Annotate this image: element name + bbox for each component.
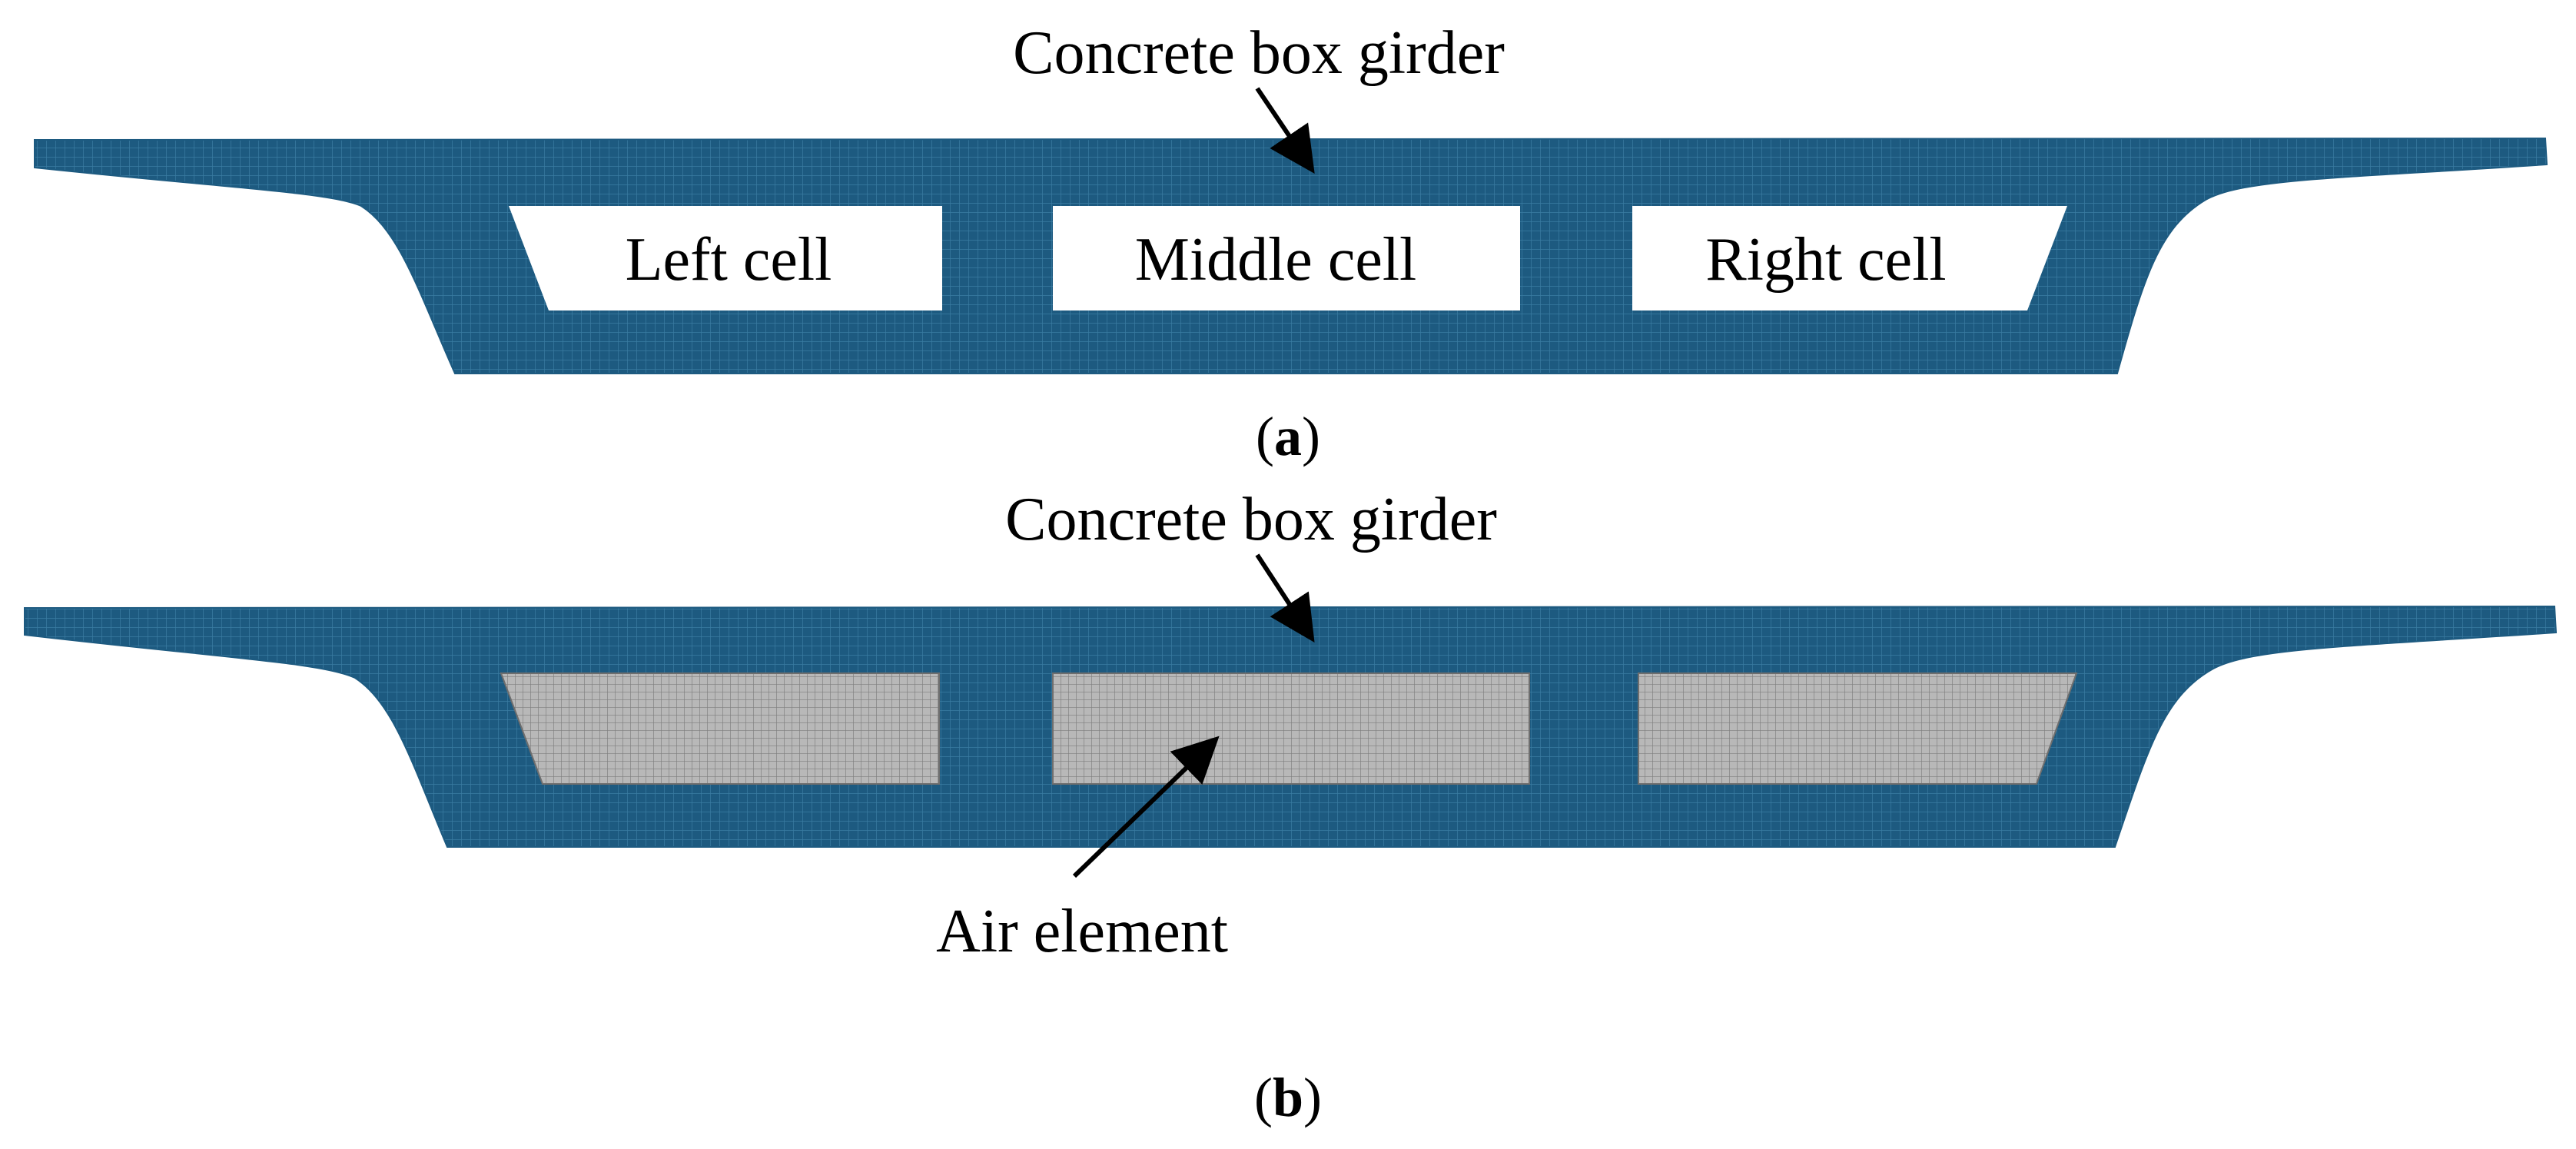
panel-b-caption: (b) (1254, 1067, 1322, 1128)
left-air-element (500, 672, 940, 785)
right-air-element (1638, 672, 2078, 785)
left-cell-label: Left cell (626, 226, 832, 294)
right-cell-label: Right cell (1705, 226, 1946, 294)
concrete-box-girder-label-a: Concrete box girder (1013, 19, 1505, 87)
panel-a-caption: (a) (1256, 406, 1320, 467)
left-cell-void (509, 206, 942, 310)
leader-arrow-b (1255, 553, 1315, 643)
air-element-label: Air element (936, 898, 1228, 965)
middle-air-element (1052, 672, 1530, 785)
leader-arrow-a (1255, 87, 1315, 174)
middle-cell-label: Middle cell (1135, 226, 1417, 294)
air-element-arrow (1072, 736, 1220, 878)
right-cell-void (1632, 206, 2067, 310)
panel-b: Concrete box girder Air element (b) (24, 486, 2558, 1128)
panel-a: Concrete box girder Left cell Middle cel… (34, 19, 2548, 467)
middle-cell-void (1053, 206, 1520, 310)
concrete-box-girder-label-b: Concrete box girder (1005, 486, 1497, 553)
